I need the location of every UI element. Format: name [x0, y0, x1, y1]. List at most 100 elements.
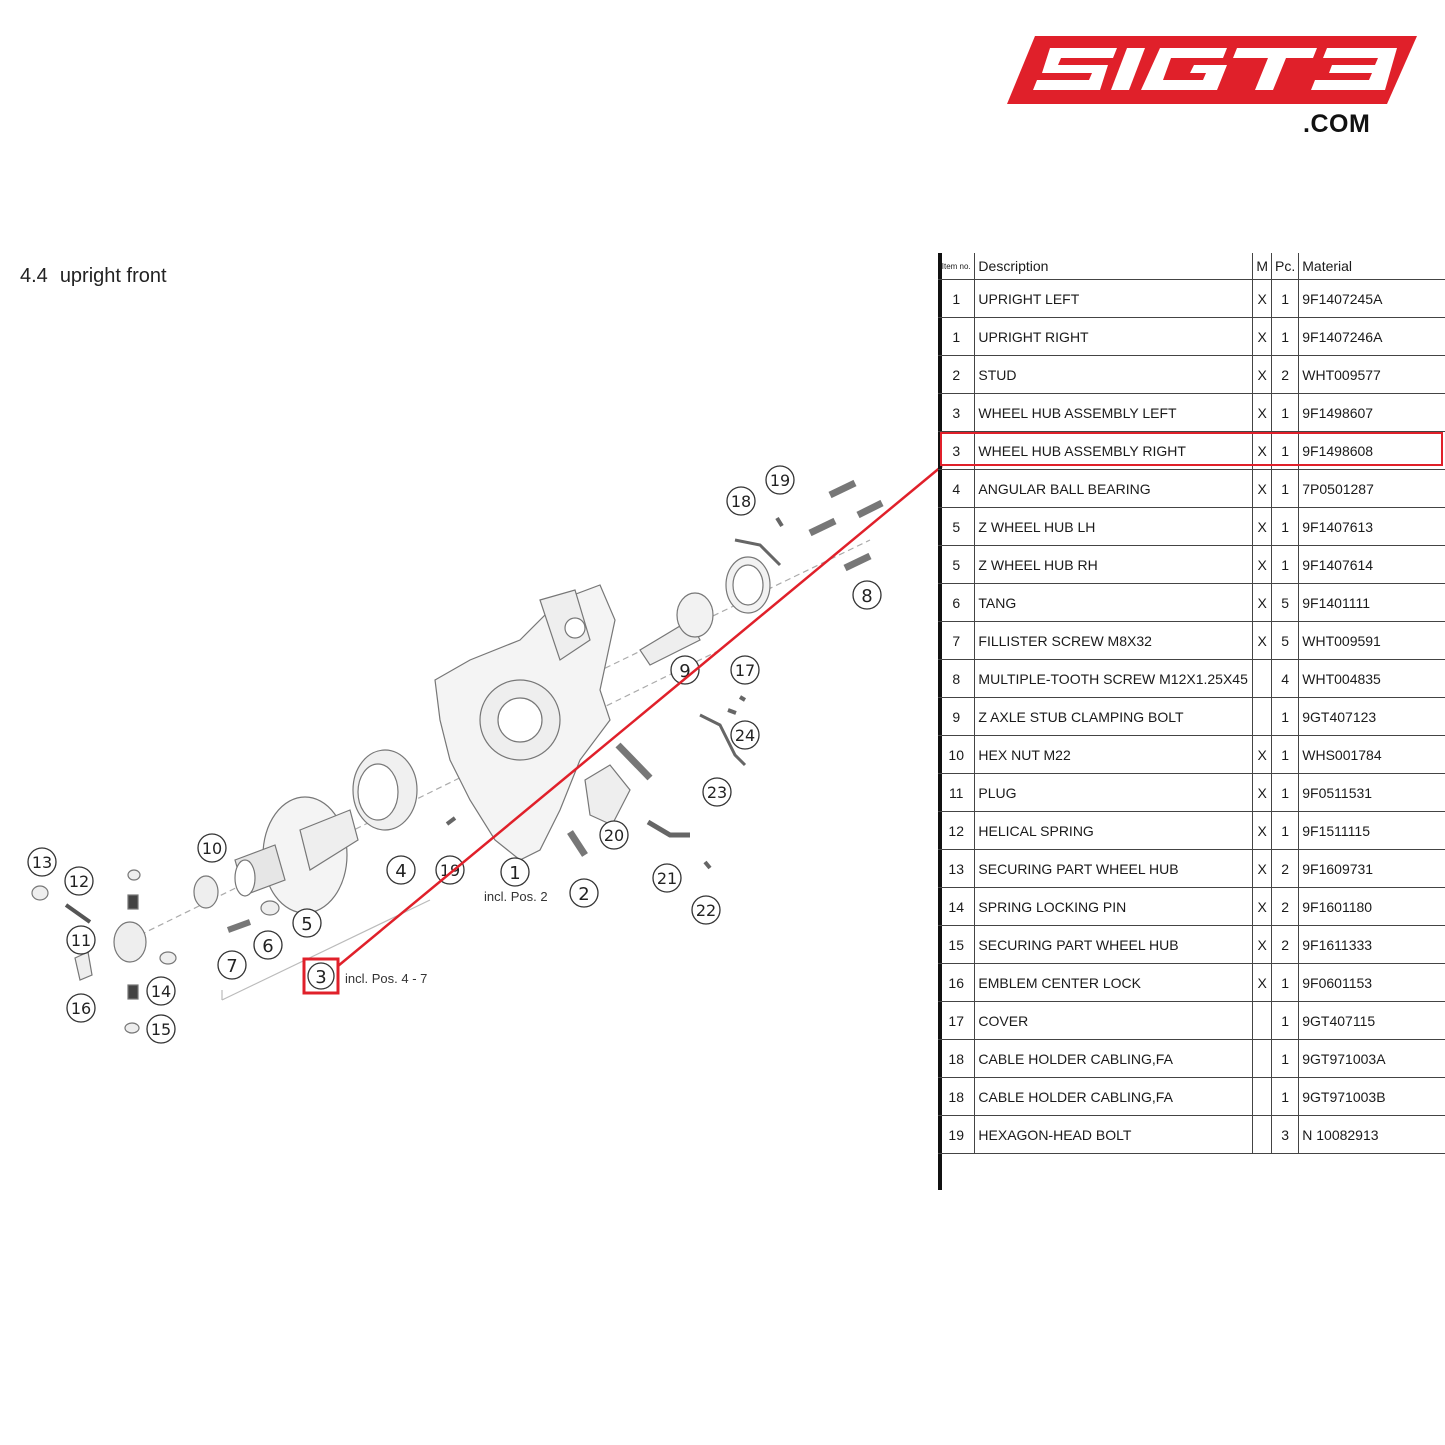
section-name: upright front	[59, 265, 167, 287]
callout-15: 15	[146, 1014, 176, 1044]
cell-material: 9GT971003B	[1298, 1077, 1445, 1116]
callout-19-top: 19	[765, 465, 795, 495]
cell-material: 9F1407613	[1298, 507, 1445, 546]
cell-pc: 2	[1271, 887, 1300, 926]
cell-m: X	[1252, 621, 1273, 660]
logo-mark-icon	[1007, 36, 1417, 104]
cell-material: 9F0601153	[1298, 963, 1445, 1002]
header-material: Material	[1298, 253, 1445, 280]
cell-m	[1252, 1077, 1273, 1116]
cell-pc: 1	[1271, 469, 1300, 508]
cell-description: Z WHEEL HUB RH	[974, 545, 1254, 584]
cell-description: CABLE HOLDER CABLING,FA	[974, 1039, 1254, 1078]
svg-text:2: 2	[578, 884, 589, 905]
cell-m: X	[1252, 887, 1273, 926]
cell-pc: 1	[1271, 545, 1300, 584]
callout-4: 4	[386, 855, 416, 885]
cell-material: 9F1407614	[1298, 545, 1445, 584]
cell-item-no: 5	[938, 507, 976, 546]
cell-m: X	[1252, 849, 1273, 888]
cell-material: WHT004835	[1298, 659, 1445, 698]
cell-m: X	[1252, 583, 1273, 622]
callout-9: 9	[670, 655, 700, 685]
cell-description: SECURING PART WHEEL HUB	[974, 849, 1254, 888]
cell-material: 9F1601180	[1298, 887, 1445, 926]
cell-description: UPRIGHT LEFT	[974, 279, 1254, 318]
cell-material: 9F1611333	[1298, 925, 1445, 964]
cell-item-no: 15	[938, 925, 976, 964]
cell-material: 9F1511115	[1298, 811, 1445, 850]
cell-pc: 1	[1271, 963, 1300, 1002]
cell-material: 9F1498607	[1298, 393, 1445, 432]
cell-item-no: 7	[938, 621, 976, 660]
svg-text:20: 20	[604, 826, 624, 845]
cell-pc: 1	[1271, 773, 1300, 812]
cell-m: X	[1252, 469, 1273, 508]
cell-pc: 1	[1271, 697, 1300, 736]
cell-material: N 10082913	[1298, 1115, 1445, 1154]
cell-item-no: 11	[938, 773, 976, 812]
sigt3-logo[interactable]: .COM	[1005, 30, 1420, 145]
cell-m: X	[1252, 507, 1273, 546]
cell-material: 9F1401111	[1298, 583, 1445, 622]
cell-description: PLUG	[974, 773, 1254, 812]
cell-item-no: 2	[938, 355, 976, 394]
callout-23: 23	[702, 777, 732, 807]
cell-description: HEXAGON-HEAD BOLT	[974, 1115, 1254, 1154]
svg-text:3: 3	[315, 967, 326, 988]
cell-item-no: 3	[938, 431, 976, 470]
table-header-row: Item no. Description M Pc. Material	[938, 253, 1445, 280]
cell-description: MULTIPLE-TOOTH SCREW M12X1.25X45	[974, 659, 1254, 698]
svg-text:6: 6	[262, 936, 273, 957]
logo-domain-text: .COM	[1303, 110, 1371, 138]
cell-material: WHT009591	[1298, 621, 1445, 660]
cell-m: X	[1252, 279, 1273, 318]
cell-material: 7P0501287	[1298, 469, 1445, 508]
cell-description: WHEEL HUB ASSEMBLY RIGHT	[974, 431, 1254, 470]
cell-pc: 2	[1271, 849, 1300, 888]
cell-m: X	[1252, 811, 1273, 850]
cell-description: TANG	[974, 583, 1254, 622]
cell-m	[1252, 697, 1273, 736]
cell-description: CABLE HOLDER CABLING,FA	[974, 1077, 1254, 1116]
cell-description: EMBLEM CENTER LOCK	[974, 963, 1254, 1002]
cell-item-no: 12	[938, 811, 976, 850]
cell-item-no: 9	[938, 697, 976, 736]
callout-1: 1	[500, 857, 530, 887]
cell-description: FILLISTER SCREW M8X32	[974, 621, 1254, 660]
callout-20: 20	[599, 820, 629, 850]
cell-material: 9F1609731	[1298, 849, 1445, 888]
cell-description: Z WHEEL HUB LH	[974, 507, 1254, 546]
highlighted-row-box	[940, 432, 1443, 466]
cell-item-no: 17	[938, 1001, 976, 1040]
cell-m: X	[1252, 431, 1273, 470]
svg-text:15: 15	[151, 1020, 171, 1039]
cell-item-no: 14	[938, 887, 976, 926]
